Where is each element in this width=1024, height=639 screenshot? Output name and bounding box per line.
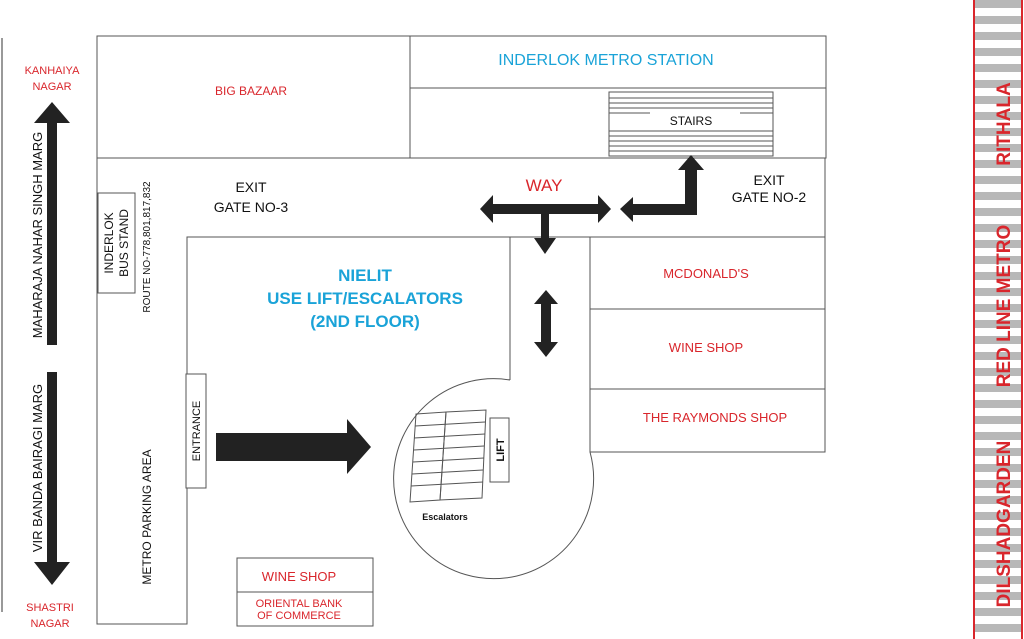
oriental-bank-label: ORIENTAL BANK [256,598,343,610]
exit-gate-3-label: EXIT [235,179,267,195]
mcdonalds-block [589,236,826,310]
dilshadgarden-label: DILSHADGARDEN [994,441,1015,608]
entrance-arrow [216,419,371,474]
big-bazaar-label: BIG BAZAAR [215,84,287,98]
metro-station-block [409,35,827,89]
red-line-metro-strip [974,0,1023,639]
stairs-label: STAIRS [670,114,712,128]
entrance-box [185,373,207,489]
svg-text:NAGAR: NAGAR [32,81,71,93]
nielit-title: NIELIT [338,266,392,285]
svg-text:BUS STAND: BUS STAND [117,209,131,277]
escalators-icon [409,409,487,503]
svg-text:GATE NO-2: GATE NO-2 [732,189,807,205]
raymonds-label: THE RAYMONDS SHOP [643,410,787,425]
escalator-area [393,378,595,580]
way-label: WAY [526,176,563,195]
kanhaiya-nagar-label: KANHAIYA [25,65,80,77]
escalators-label: Escalators [422,512,468,522]
stairs-route-arrow [620,155,704,222]
svg-text:OF COMMERCE: OF COMMERCE [257,610,341,622]
wine-shop-bottom-label: WINE SHOP [262,569,336,584]
north-arrow [34,102,70,345]
nielit-instruction: USE LIFT/ESCALATORS [267,289,463,308]
vir-banda-bairagi-marg-label: VIR BANDA BAIRAGI MARG [30,384,45,552]
lift-corridor [509,237,591,452]
entrance-label: ENTRANCE [191,401,203,462]
svg-text:NAGAR: NAGAR [30,618,69,630]
way-double-arrow [480,195,611,223]
maharaja-nahar-singh-marg-label: MAHARAJA NAHAR SINGH MARG [30,132,45,339]
route-numbers-label: ROUTE NO-778,801,817,832 [142,181,153,313]
bus-stand-label: INDERLOK [102,212,116,273]
mcdonalds-label: MCDONALD'S [663,266,749,281]
stairs-icon [608,91,774,157]
south-arrow [34,372,70,585]
lift-updown-arrow [534,290,558,357]
big-bazaar-block [96,35,411,159]
way-down-arrow [534,214,556,254]
lift-box [489,417,510,483]
rithala-label: RITHALA [994,82,1015,166]
bus-stand-box [97,192,136,294]
red-line-metro-label: RED LINE METRO [994,225,1015,388]
oriental-bank-box [236,591,374,627]
wine-shop-right-label: WINE SHOP [669,340,743,355]
metro-parking-area [96,157,826,625]
metro-station-label: INDERLOK METRO STATION [498,52,713,69]
lift-label: LIFT [495,438,507,461]
shastri-nagar-label: SHASTRI [26,602,74,614]
nielit-floor: (2ND FLOOR) [310,312,420,331]
exit-gate-2-label: EXIT [753,172,785,188]
parking-label: METRO PARKING AREA [140,449,154,584]
svg-text:GATE NO-3: GATE NO-3 [214,199,289,215]
wine-shop-bottom-box [236,557,374,593]
